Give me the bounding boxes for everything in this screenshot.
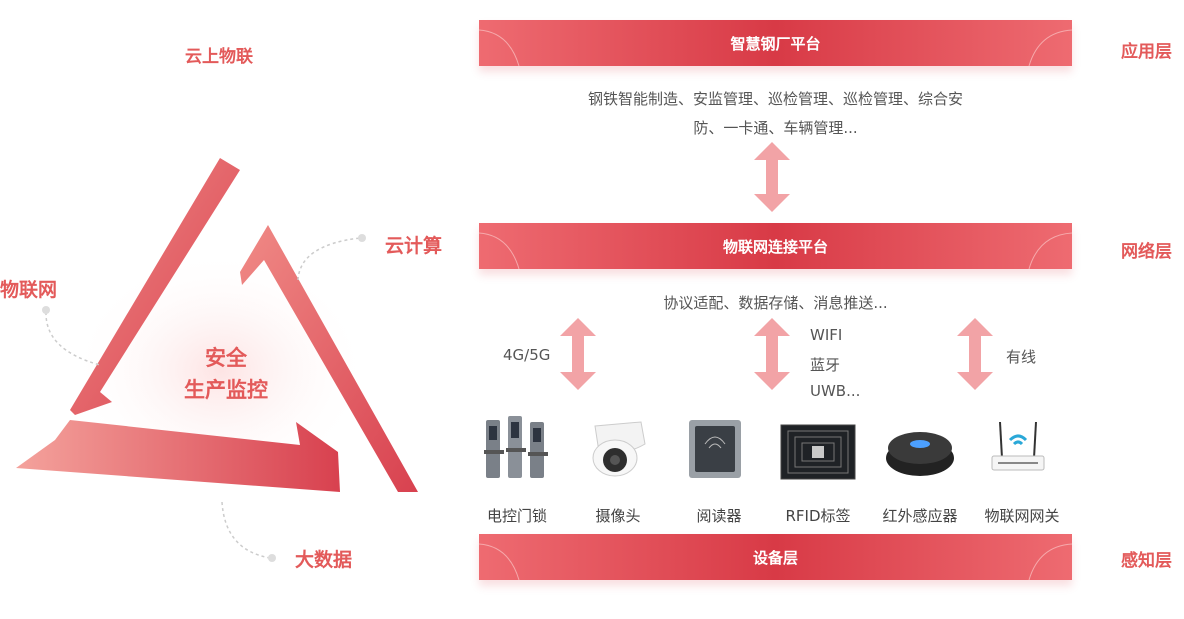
connector-cloud-compute [297,237,361,281]
corner-label-iot: 物联网 [0,279,58,301]
network-bar-title: 物联网连接平台 [722,237,828,256]
connector-big-data [221,501,271,559]
device-layer-bar: 设备层 [479,534,1072,580]
layer-label-device: 感知层 [1121,551,1172,571]
conn-label-4g5g: 4G/5G [503,346,551,364]
triangle-center-line2: 生产监控 [184,378,268,402]
conn-label-bluetooth: 蓝牙 [810,356,841,374]
door-lock-icon [484,416,548,478]
layer-label-network: 网络层 [1121,242,1172,262]
corner-label-big-data: 大数据 [295,549,353,571]
device-label-gateway: 物联网网关 [984,507,1060,525]
triangle-bottom-stroke [16,420,340,492]
camera-icon [592,421,646,477]
arrow-4g5g [560,318,596,390]
layer-label-application: 应用层 [1121,42,1172,62]
application-bar-title: 智慧钢厂平台 [730,34,821,53]
conn-label-uwb: UWB... [810,382,861,400]
corner-label-cloud-compute: 云计算 [385,235,443,257]
device-label-reader: 阅读器 [696,507,742,525]
device-label-infrared: 红外感应器 [882,507,958,525]
gateway-icon [991,421,1045,471]
arrow-wired [957,318,993,390]
application-desc-line1: 钢铁智能制造、安监管理、巡检管理、巡检管理、综合安 [587,90,963,108]
triangle-center-line1: 安全 [205,346,247,370]
connector-iot [45,311,101,366]
conn-label-wired: 有线 [1006,348,1037,366]
device-label-camera: 摄像头 [595,507,641,525]
triangle-left-stroke [70,158,240,415]
triangle-diagram [16,158,418,562]
arrow-wireless [754,318,790,390]
infrared-sensor-icon [886,432,954,476]
network-layer-bar: 物联网连接平台 [479,223,1072,269]
conn-label-wifi: WIFI [810,326,843,344]
rfid-tag-icon [780,424,856,480]
network-desc: 协议适配、数据存储、消息推送... [663,294,888,312]
arrow-app-network [754,142,790,212]
application-layer-bar: 智慧钢厂平台 [479,20,1072,66]
card-reader-icon [689,420,741,478]
corner-label-cloud-iot: 云上物联 [185,47,253,67]
device-label-door-lock: 电控门锁 [486,507,547,525]
device-bar-title: 设备层 [752,548,798,567]
triangle-right-stroke [240,225,418,492]
application-desc-line2: 防、一卡通、车辆管理... [693,119,858,137]
device-label-rfid: RFID标签 [785,507,851,525]
